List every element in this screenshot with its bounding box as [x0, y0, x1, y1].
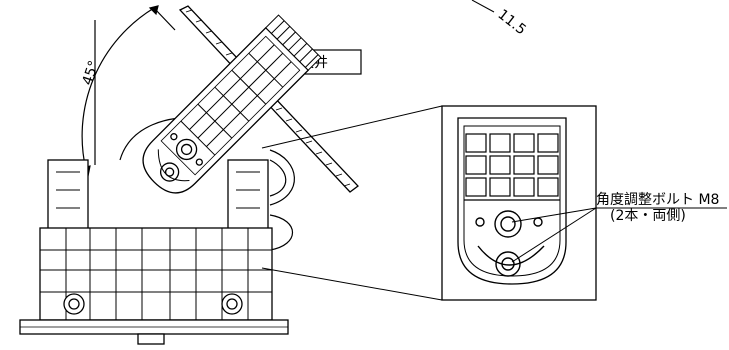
tilted-head — [142, 14, 322, 194]
bolt-callout: 角度調整ボルト M8 (2本・両側) — [511, 192, 727, 263]
angle-label: 45° — [80, 59, 103, 88]
bolt-label-line2: (2本・両側) — [610, 208, 686, 224]
dimension-fragment: 11.5 — [471, 0, 529, 39]
detail-box — [441, 105, 597, 301]
detail-leader-lines — [261, 105, 443, 301]
base-frame — [19, 159, 289, 345]
dimension-text: 11.5 — [495, 7, 529, 39]
bolt-label-line1: 角度調整ボルト M8 — [596, 192, 719, 208]
